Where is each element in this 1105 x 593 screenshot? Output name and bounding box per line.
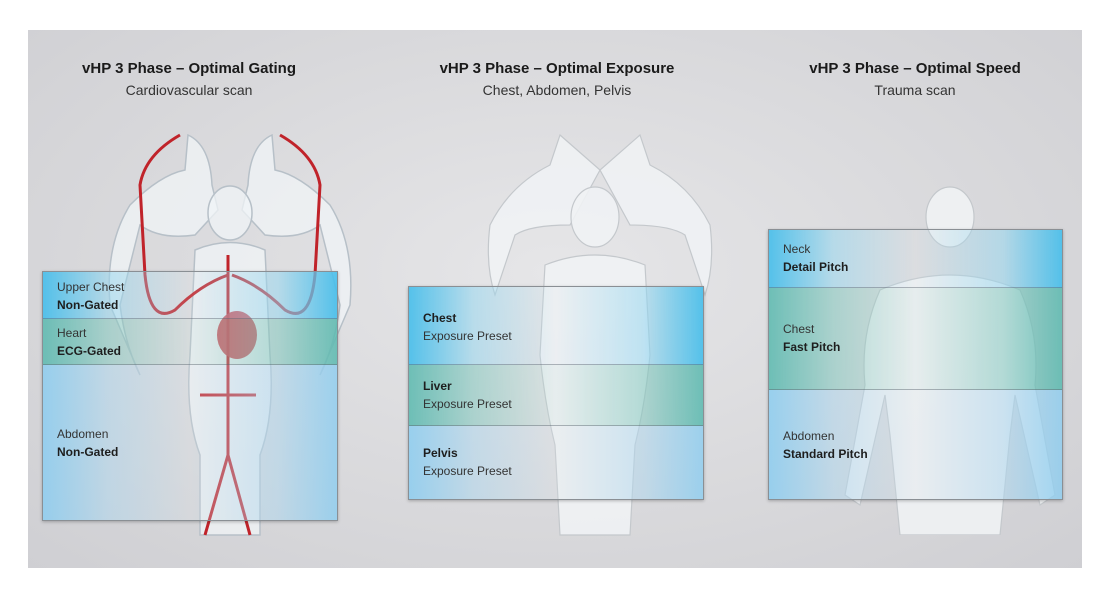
- band-mode: Fast Pitch: [783, 340, 841, 354]
- band-region: Neck: [783, 242, 811, 256]
- band-mode: Non-Gated: [57, 298, 119, 312]
- panel-speed-header: vHP 3 Phase – Optimal Speed Trauma scan: [745, 60, 1085, 98]
- panel-exposure-header: vHP 3 Phase – Optimal Exposure Chest, Ab…: [387, 60, 727, 98]
- band-mode: Exposure Preset: [423, 329, 512, 343]
- panel-title: vHP 3 Phase – Optimal Exposure: [439, 60, 675, 77]
- band-mode: Detail Pitch: [783, 260, 849, 274]
- band-region: Abdomen: [57, 427, 109, 441]
- band-region: Heart: [57, 326, 87, 340]
- panel-title: vHP 3 Phase – Optimal Gating: [82, 60, 296, 77]
- panel-subtitle: Trauma scan: [874, 82, 956, 98]
- panel-title: vHP 3 Phase – Optimal Speed: [809, 60, 1021, 77]
- band-mode: Non-Gated: [57, 445, 119, 459]
- band-region: Pelvis: [423, 446, 458, 460]
- band-mode: ECG-Gated: [57, 344, 122, 358]
- band-region: Abdomen: [783, 429, 835, 443]
- band-region: Liver: [423, 379, 452, 393]
- band-mode: Exposure Preset: [423, 464, 512, 478]
- panel-subtitle: Cardiovascular scan: [125, 82, 253, 98]
- band-mode: Standard Pitch: [783, 447, 868, 461]
- band-region: Chest: [783, 322, 815, 336]
- panel-gating-header: vHP 3 Phase – Optimal Gating Cardiovascu…: [19, 60, 359, 98]
- band-region: Chest: [423, 311, 457, 325]
- band-region: Upper Chest: [57, 280, 125, 294]
- band-mode: Exposure Preset: [423, 397, 512, 411]
- panel-subtitle: Chest, Abdomen, Pelvis: [482, 82, 632, 98]
